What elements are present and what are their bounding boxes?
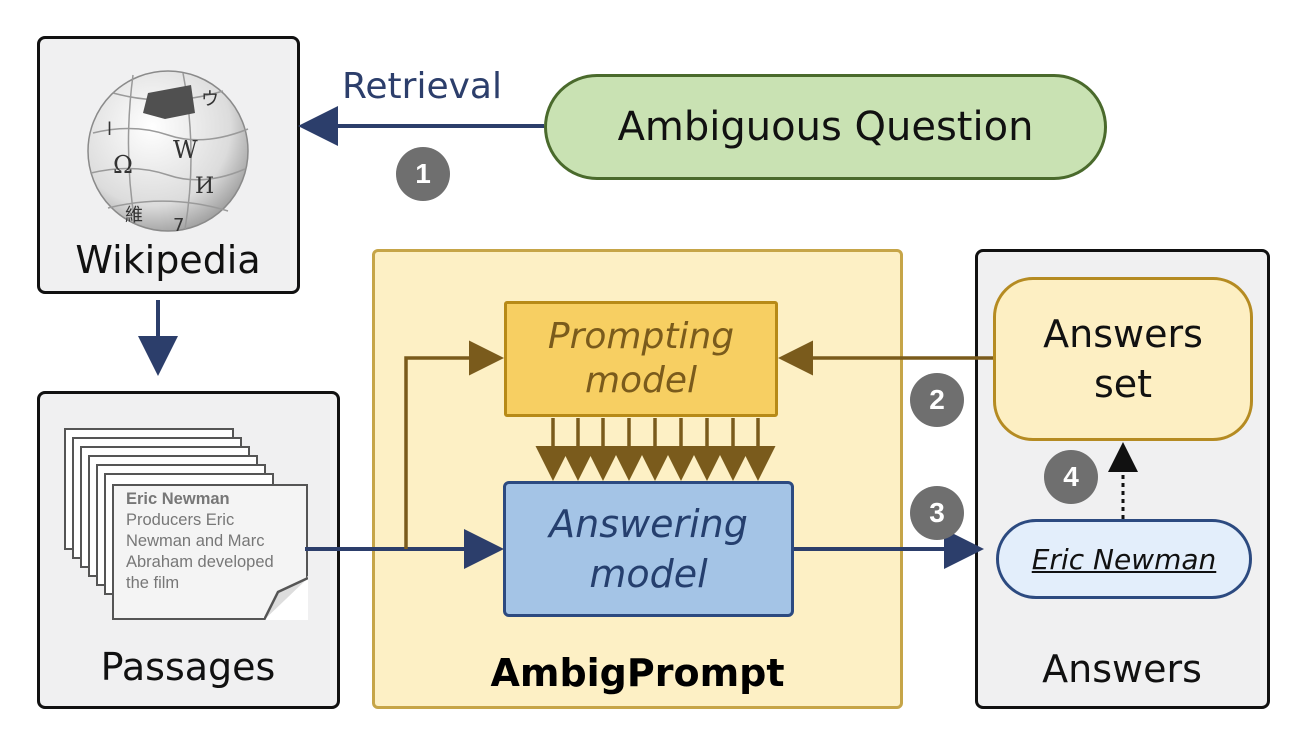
wiki-glyph: 7 bbox=[173, 215, 184, 233]
ambigprompt-title: AmbigPrompt bbox=[490, 651, 785, 695]
answers-set-box: Answers set bbox=[993, 277, 1253, 441]
wiki-glyph: W bbox=[173, 136, 198, 164]
prompting-model-box: Prompting model bbox=[504, 301, 778, 417]
answering-model-line: Answering bbox=[549, 502, 748, 546]
step-badge-1: 1 bbox=[396, 147, 450, 201]
wikipedia-label: Wikipedia bbox=[75, 238, 261, 282]
passage-doc-line: Abraham developed bbox=[126, 553, 274, 571]
step-number: 1 bbox=[415, 158, 431, 189]
prompting-model-line: model bbox=[584, 360, 698, 401]
step-badge-4: 4 bbox=[1044, 450, 1098, 504]
answering-model-line: model bbox=[589, 552, 708, 596]
answering-model-box: Answering model bbox=[503, 481, 794, 617]
passage-document: Eric Newman Producers Eric Newman and Ma… bbox=[112, 484, 308, 620]
answer-item-text: Eric Newman bbox=[1031, 542, 1217, 576]
step-badge-3: 3 bbox=[910, 486, 964, 540]
wiki-glyph: И bbox=[195, 174, 214, 199]
step-number: 4 bbox=[1063, 461, 1079, 492]
wiki-glyph: ا bbox=[107, 119, 112, 140]
passages-panel: Eric Newman Producers Eric Newman and Ma… bbox=[37, 391, 340, 709]
wiki-glyph: 維 bbox=[125, 205, 143, 226]
retrieval-label: Retrieval bbox=[342, 66, 502, 107]
answers-set-line: Answers bbox=[1043, 312, 1203, 356]
answers-set-line: set bbox=[1093, 362, 1153, 406]
passages-label: Passages bbox=[100, 645, 276, 689]
answers-label: Answers bbox=[1042, 647, 1202, 691]
prompt-vector-arrows bbox=[535, 418, 776, 481]
passage-doc-line: Producers Eric bbox=[126, 511, 235, 529]
passage-doc-title: Eric Newman bbox=[126, 490, 230, 508]
wikipedia-panel: W Ω И 維 7 ウ ا Wikipedia bbox=[37, 36, 300, 294]
step-number: 3 bbox=[929, 497, 945, 528]
ambiguous-question-box: Ambiguous Question bbox=[544, 74, 1107, 180]
step-badge-2: 2 bbox=[910, 373, 964, 427]
wiki-glyph: Ω bbox=[113, 151, 133, 179]
wikipedia-globe-logo-icon: W Ω И 維 7 ウ ا bbox=[87, 70, 249, 233]
step-number: 2 bbox=[929, 384, 945, 415]
passage-doc-line: the film bbox=[126, 574, 180, 592]
page-fold-icon bbox=[264, 576, 308, 620]
passage-doc-line: Newman and Marc bbox=[126, 532, 265, 550]
wiki-glyph: ウ bbox=[201, 89, 219, 110]
prompting-model-line: Prompting bbox=[547, 316, 735, 357]
answer-item-pill: Eric Newman bbox=[996, 519, 1252, 599]
passages-to-prompting-arrow bbox=[404, 340, 504, 549]
